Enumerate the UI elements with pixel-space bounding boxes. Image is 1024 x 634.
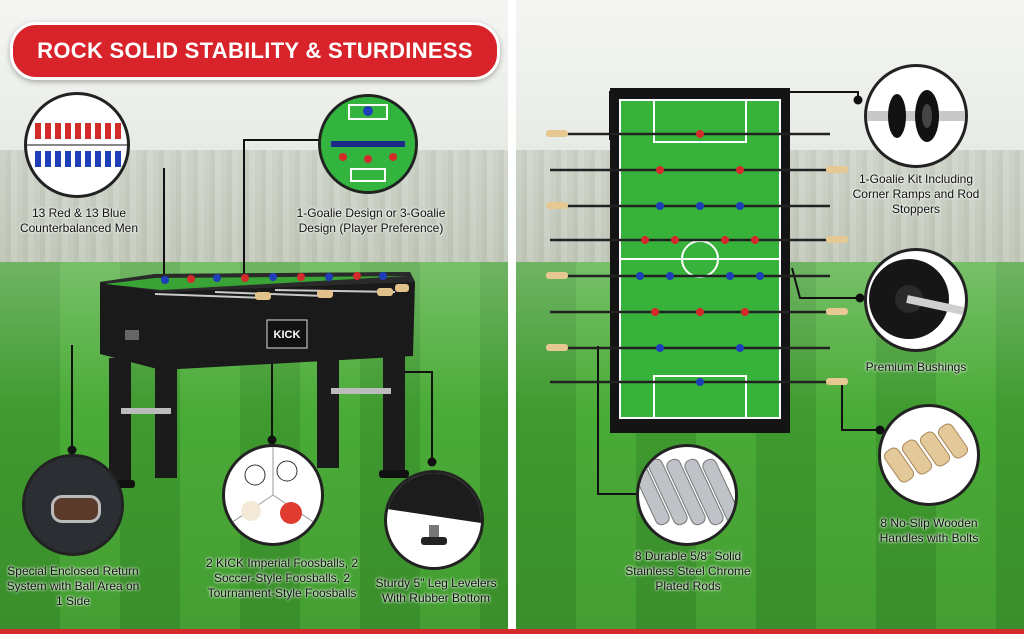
return-system-thumbnail (22, 454, 124, 556)
goalie-design-thumbnail (318, 94, 418, 194)
goalie-design-caption: 1-Goalie Design or 3-Goalie Design (Play… (296, 206, 446, 235)
bushings-caption: Premium Bushings (865, 360, 967, 374)
bottom-accent-bar (0, 629, 1024, 634)
men-caption: 13 Red & 13 Blue Counterbalanced Men (19, 206, 139, 235)
brand-logo: KICK (274, 329, 301, 341)
bushings-thumbnail (864, 248, 968, 352)
goalie-kit-caption: 1-Goalie Kit Including Corner Ramps and … (852, 172, 980, 216)
handles-thumbnail (878, 404, 980, 506)
levelers-caption: Sturdy 5" Leg Levelers With Rubber Botto… (375, 576, 497, 605)
foosball-table-image: KICK (100, 272, 415, 488)
foosballs-thumbnail (222, 444, 324, 546)
panel-divider (508, 0, 516, 634)
foosballs-caption: 2 KICK Imperial Foosballs, 2 Soccer-Styl… (205, 556, 359, 600)
headline-banner: ROCK SOLID STABILITY & STURDINESS (10, 22, 500, 80)
top-down-table-image (546, 88, 848, 433)
rods-caption: 8 Durable 5/8" Solid Stainless Steel Chr… (625, 549, 751, 593)
goalie-kit-thumbnail (864, 64, 968, 168)
handles-caption: 8 No-Slip Wooden Handles with Bolts (879, 516, 979, 545)
return-system-caption: Special Enclosed Return System with Ball… (6, 564, 140, 608)
men-thumbnail (24, 92, 130, 198)
headline-text: ROCK SOLID STABILITY & STURDINESS (37, 38, 473, 63)
rods-thumbnail (636, 444, 738, 546)
levelers-thumbnail (384, 470, 484, 570)
